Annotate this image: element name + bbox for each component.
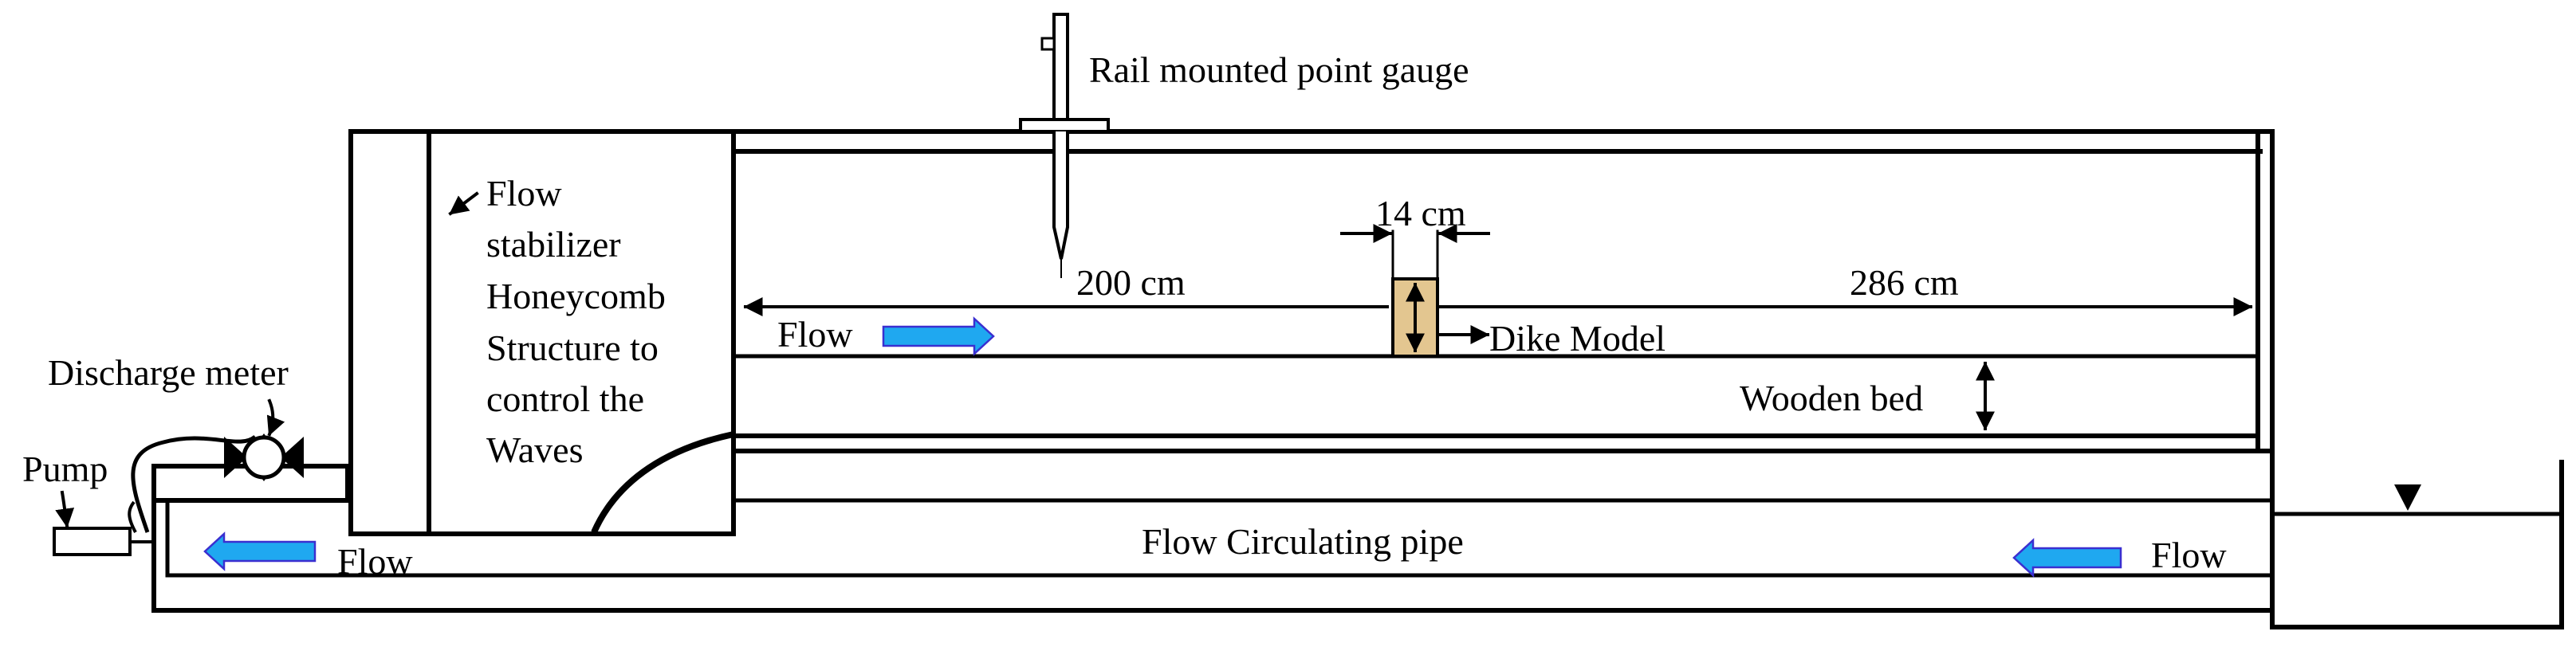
stabilizer-line-6: Waves — [486, 429, 583, 470]
circulating-pipe-label: Flow Circulating pipe — [1142, 521, 1464, 562]
flow-arrow-right — [882, 316, 995, 356]
discharge-meter — [224, 398, 304, 481]
stabilizer-line-1: Flow — [486, 173, 562, 214]
point-gauge-label: Rail mounted point gauge — [1089, 49, 1469, 90]
flow-arrow-left-right — [2012, 538, 2122, 578]
stabilizer-line-5: control the — [486, 378, 644, 419]
flume-channel — [348, 129, 2275, 453]
dike-model-label: Dike Model — [1489, 318, 1666, 359]
meter-cable — [131, 434, 257, 533]
point-gauge — [1019, 13, 1110, 278]
dim-14-label: 14 cm — [1375, 193, 1466, 233]
stabilizer-line-4: Structure to — [486, 327, 659, 368]
pump-label: Pump — [22, 449, 108, 489]
stabilizer-label: Flow stabilizer Honeycomb Structure to c… — [448, 173, 666, 470]
flow-bottom-right-label: Flow — [2151, 535, 2227, 575]
dimension-286: 286 cm — [1437, 262, 2253, 316]
water-level-icon — [2394, 484, 2421, 511]
wooden-bed-label: Wooden bed — [1740, 378, 1923, 418]
flow-bottom-left-label: Flow — [337, 541, 413, 582]
dimension-200: 200 cm — [743, 262, 1389, 316]
dim-200-label: 200 cm — [1076, 262, 1186, 303]
flow-top-label: Flow — [777, 314, 853, 355]
flow-arrow-left-bottom — [203, 531, 317, 571]
outlet-reservoir — [2270, 449, 2564, 629]
discharge-meter-label: Discharge meter — [48, 352, 289, 393]
dim-286-label: 286 cm — [1850, 262, 1959, 303]
dimension-14: 14 cm — [1340, 193, 1490, 280]
dike-model — [1391, 277, 1490, 358]
stabilizer-line-3: Honeycomb — [486, 276, 666, 316]
circulating-pipe — [151, 449, 2275, 613]
stabilizer-tank — [348, 129, 736, 536]
stabilizer-line-2: stabilizer — [486, 224, 621, 265]
pump — [53, 490, 155, 556]
